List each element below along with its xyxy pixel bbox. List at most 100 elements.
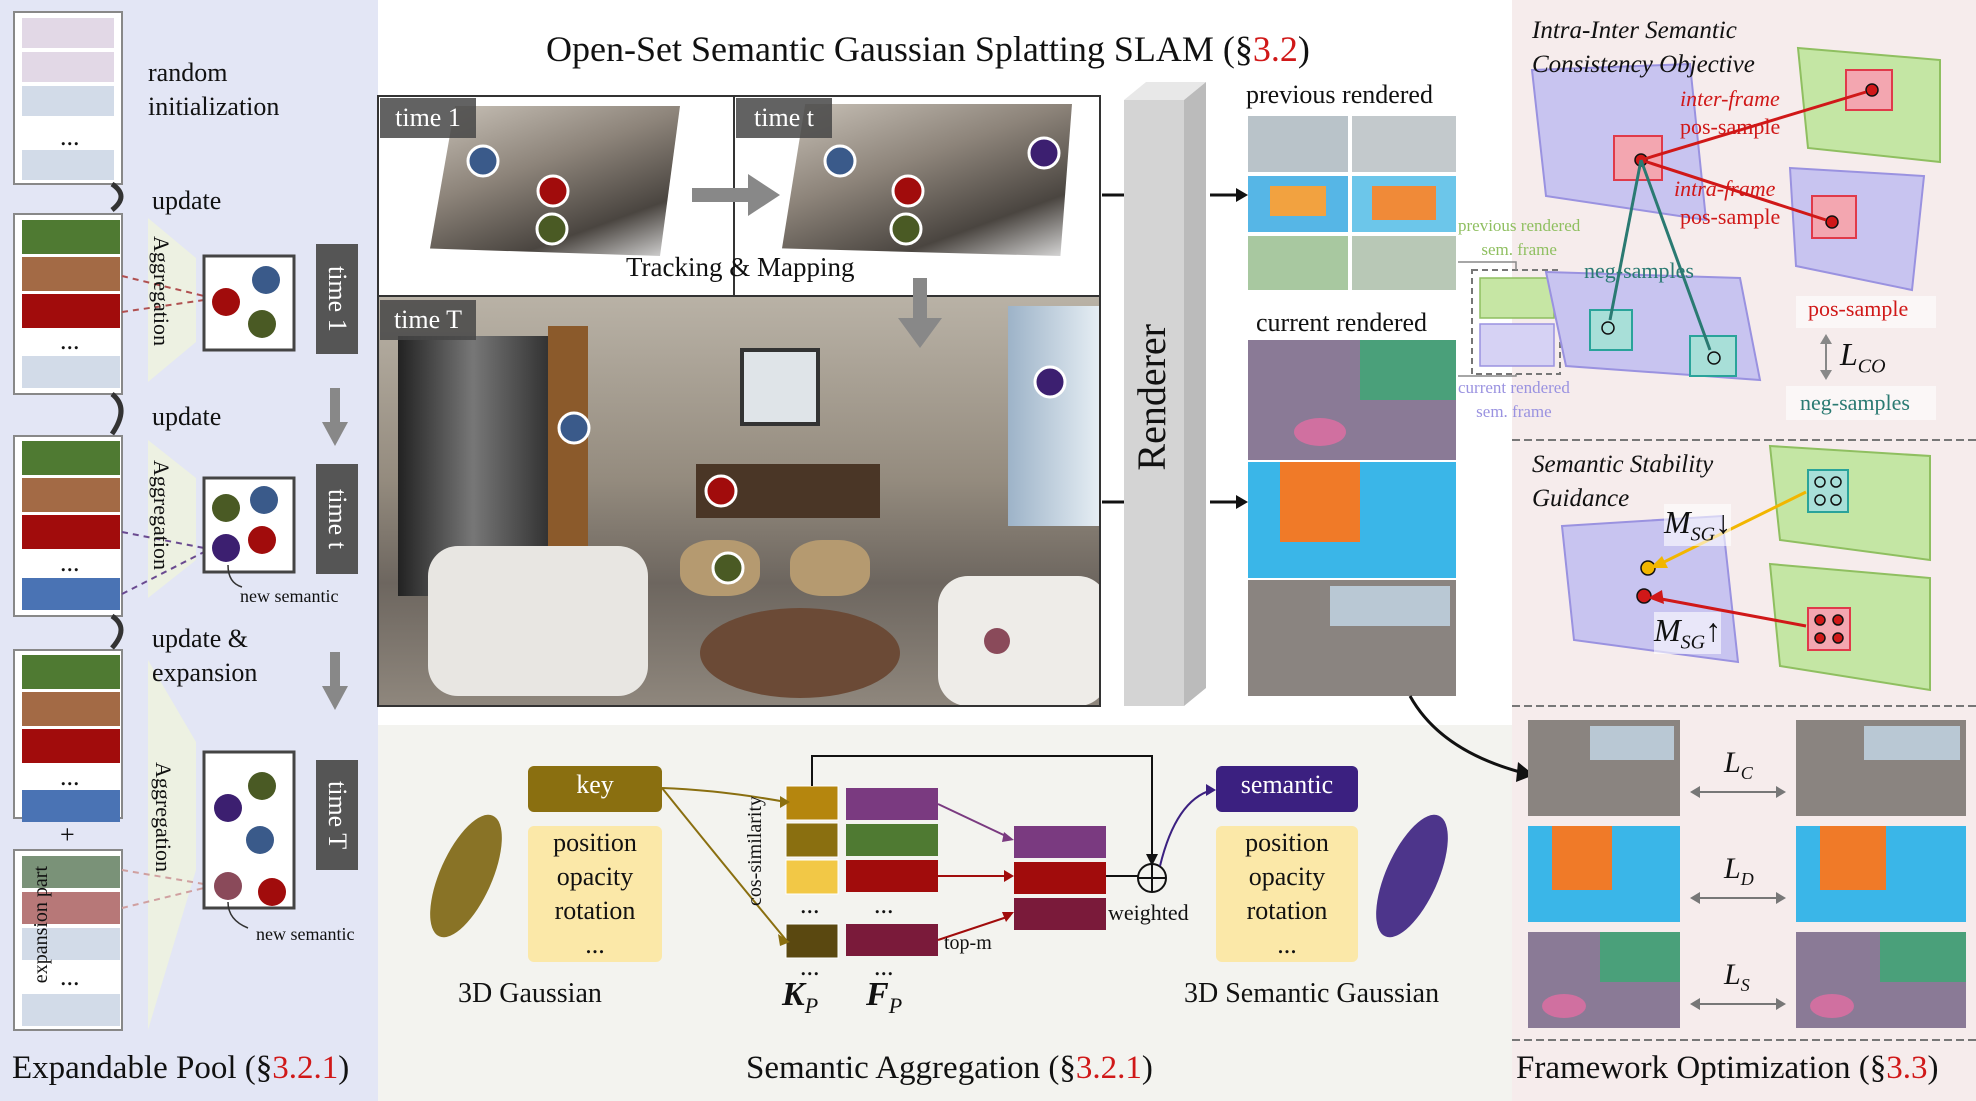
new-semantic-label: new semantic bbox=[256, 924, 355, 944]
sem-frame-connector bbox=[1458, 374, 1517, 377]
key-arrow-head bbox=[778, 934, 790, 946]
loss-s-sub: S bbox=[1740, 975, 1750, 995]
loss-d-sub: D bbox=[1740, 869, 1754, 889]
pool-cell-red bbox=[22, 515, 120, 549]
cur-rgb-window bbox=[1330, 586, 1450, 626]
weighted-label: weighted bbox=[1108, 900, 1189, 925]
intra-frame-label: intra-frame bbox=[1674, 176, 1776, 201]
semantic-dot bbox=[258, 878, 286, 906]
cur-sem-region bbox=[1294, 418, 1346, 446]
connector bbox=[121, 299, 205, 313]
stability-title: Semantic Stability Guidance bbox=[1532, 448, 1713, 516]
down-arrow-shaft bbox=[330, 388, 340, 422]
update-expansion-line1: update & bbox=[152, 624, 249, 653]
aggregation-caption-text: Semantic Aggregation (§ bbox=[746, 1050, 1076, 1086]
cur-sem-frame-line1: current rendered bbox=[1458, 378, 1570, 397]
update-expansion-label: update & expansion bbox=[152, 622, 257, 690]
pool-cell bbox=[22, 18, 114, 48]
loss-c-sub: C bbox=[1740, 763, 1753, 783]
prev-depth-thumb-core bbox=[1372, 186, 1436, 220]
random-init-line1: random bbox=[148, 58, 228, 87]
pool-cell-green bbox=[22, 441, 120, 475]
main-title-text: Open-Set Semantic Gaussian Splatting SLA… bbox=[546, 29, 1253, 69]
new-semantic-pointer bbox=[227, 564, 243, 588]
kp-main: K bbox=[782, 976, 805, 1013]
loss-s-region bbox=[1600, 932, 1680, 982]
stable-arrow-head bbox=[1650, 556, 1668, 568]
unstable-arrow-head bbox=[1648, 590, 1664, 604]
semantic-point bbox=[466, 144, 500, 178]
loss-s-region bbox=[1542, 994, 1586, 1018]
unstable-patch bbox=[1807, 607, 1851, 651]
consistency-title-line1: Intra-Inter Semantic bbox=[1532, 17, 1737, 44]
prev-rgb-thumb bbox=[1352, 116, 1456, 172]
loss-co-symbol: LCO bbox=[1840, 336, 1886, 378]
topm-cell bbox=[1014, 862, 1106, 894]
renderer-side bbox=[1184, 82, 1206, 706]
stable-arrow bbox=[1659, 490, 1807, 566]
loss-s-region bbox=[1810, 994, 1854, 1018]
cur-sem-frame bbox=[1479, 323, 1555, 367]
topm-arrow-head bbox=[1004, 870, 1014, 882]
kp-ellipsis: ... bbox=[800, 890, 820, 919]
prev-sem-frame bbox=[1479, 277, 1555, 319]
connector bbox=[121, 551, 205, 595]
unstable-point bbox=[1814, 632, 1826, 644]
window-blinds bbox=[1008, 306, 1100, 526]
fp-cell bbox=[846, 824, 938, 856]
pool-cell-brown bbox=[22, 478, 120, 512]
cur-sem-frame-line2: sem. frame bbox=[1476, 402, 1552, 421]
main-title-ref: 3.2 bbox=[1252, 29, 1298, 69]
pool-cell bbox=[22, 928, 120, 960]
stable-patch bbox=[1807, 469, 1849, 513]
pool-cell-blue bbox=[22, 578, 120, 610]
neg-arrow bbox=[1608, 159, 1643, 321]
loss-c-window bbox=[1590, 726, 1674, 760]
ellipsis: ... bbox=[60, 122, 80, 151]
attr-rotation: rotation bbox=[1246, 896, 1328, 925]
topm-arrow-head bbox=[1002, 912, 1014, 922]
pool-cell-green bbox=[22, 220, 120, 254]
pool-cell-green bbox=[22, 655, 120, 689]
optimization-caption-text: Framework Optimization (§ bbox=[1516, 1050, 1887, 1086]
down-arrow-head bbox=[322, 686, 348, 710]
loss-s-region bbox=[1880, 932, 1966, 982]
sofa-right bbox=[938, 576, 1100, 706]
unstable-anchor bbox=[1636, 588, 1652, 604]
semantic-point bbox=[1027, 136, 1061, 170]
stable-point bbox=[1830, 476, 1842, 488]
semantic-point bbox=[984, 628, 1010, 654]
key-arrow bbox=[661, 787, 787, 803]
fp-cell bbox=[846, 788, 938, 820]
optimization-caption-close: ) bbox=[1927, 1050, 1939, 1086]
msg-down-symbol: MSG↓ bbox=[1664, 504, 1732, 547]
main-title-close: ) bbox=[1297, 29, 1310, 69]
key-label: key bbox=[576, 770, 614, 799]
attr-ellipsis: ... bbox=[1277, 930, 1297, 959]
aggregation-trapezoid bbox=[148, 440, 196, 598]
sofa-left bbox=[428, 546, 648, 696]
semantic-point bbox=[1033, 365, 1067, 399]
attr-list-right: position opacity rotation ... bbox=[1216, 826, 1358, 962]
legend-neg-samples: neg-samples bbox=[1800, 390, 1910, 415]
prev-sem-frame-label: previous rendered sem. frame bbox=[1458, 214, 1580, 262]
prev-rgb-thumb bbox=[1248, 116, 1348, 172]
semantic-gaussian-blob bbox=[1376, 814, 1448, 938]
gaussian-blob bbox=[430, 814, 502, 938]
random-init-label: random initialization bbox=[148, 56, 279, 124]
aggregation-trapezoid bbox=[148, 218, 196, 382]
optimization-caption: Framework Optimization (§3.3) bbox=[1516, 1050, 1939, 1087]
pool-cell-red bbox=[22, 729, 120, 763]
inter-frame-label: inter-frame bbox=[1680, 86, 1780, 111]
key-box bbox=[528, 766, 662, 812]
fp-ellipsis-bottom: ... bbox=[874, 952, 894, 981]
stable-point bbox=[1830, 494, 1842, 506]
neg-samples-legend-bg bbox=[1786, 386, 1936, 420]
loss-co-main: L bbox=[1840, 336, 1858, 372]
attr-opacity: opacity bbox=[556, 862, 634, 891]
legend-arrow-head bbox=[1820, 370, 1832, 380]
frames-border bbox=[377, 95, 1101, 707]
down-arrow-head bbox=[322, 422, 348, 446]
stable-point bbox=[1814, 476, 1826, 488]
key-to-sum-head bbox=[1146, 854, 1158, 866]
